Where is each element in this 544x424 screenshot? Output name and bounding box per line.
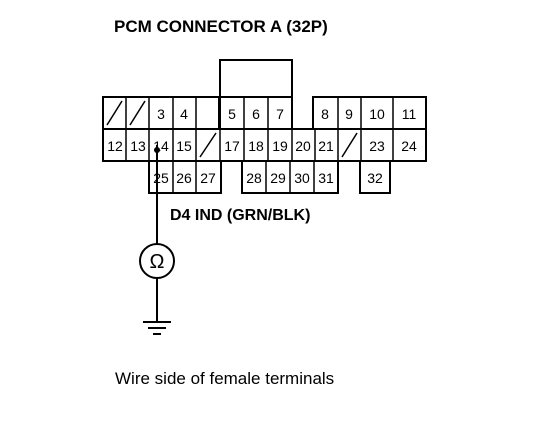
pin-label: 7 — [276, 106, 284, 122]
pin-label: 10 — [369, 106, 385, 122]
pin-label: 15 — [176, 138, 192, 154]
pin-label: 25 — [153, 170, 169, 186]
wire-label: D4 IND (GRN/BLK) — [170, 207, 310, 224]
unused-terminal-slash — [341, 132, 358, 158]
unused-terminal-marks — [106, 100, 358, 158]
pin-label: 28 — [246, 170, 262, 186]
pin-label: 26 — [176, 170, 192, 186]
pin-label: 13 — [130, 138, 146, 154]
pin-label: 9 — [345, 106, 353, 122]
pin-label: 32 — [367, 170, 383, 186]
unused-terminal-slash — [106, 100, 123, 126]
pin-label: 8 — [321, 106, 329, 122]
pin-label: 3 — [157, 106, 165, 122]
unused-terminal-slash — [129, 100, 146, 126]
pin-label: 20 — [295, 138, 311, 154]
pin-label: 19 — [272, 138, 288, 154]
cell-dividers — [125, 97, 394, 193]
pin-label: 23 — [369, 138, 385, 154]
pin-label: 30 — [294, 170, 310, 186]
probe-tip — [154, 147, 160, 153]
ground-icon — [143, 321, 171, 335]
pin-label: 6 — [252, 106, 260, 122]
pin-label: 12 — [107, 138, 123, 154]
pin-label: 11 — [402, 106, 417, 122]
pin-label: 29 — [270, 170, 286, 186]
pin-label: 18 — [248, 138, 264, 154]
unused-terminal-slash — [199, 132, 217, 158]
connector-title: PCM CONNECTOR A (32P) — [114, 17, 328, 36]
ohm-symbol: Ω — [150, 251, 165, 273]
pin-label: 4 — [180, 106, 188, 122]
pin-numbers: 3 4 5 6 7 8 9 10 11 12 13 14 15 17 18 19… — [107, 106, 417, 186]
pin-label: 27 — [200, 170, 216, 186]
pin-label: 5 — [228, 106, 236, 122]
diagram-caption: Wire side of female terminals — [115, 369, 334, 388]
pin-label: 31 — [318, 170, 334, 186]
pin-label: 17 — [224, 138, 240, 154]
pin-label: 24 — [401, 138, 417, 154]
pin-label: 21 — [318, 138, 334, 154]
